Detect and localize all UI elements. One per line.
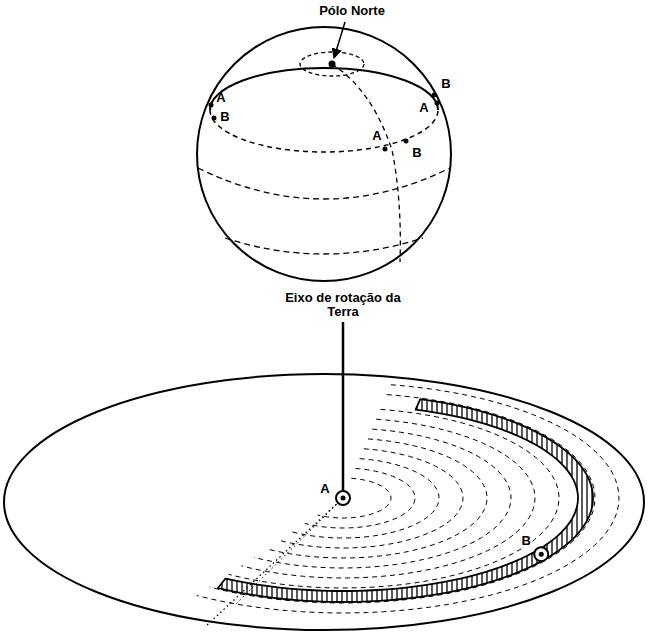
meridian — [332, 64, 400, 262]
dashed-arc — [318, 478, 391, 518]
latitude-back — [210, 110, 438, 152]
point-dot — [341, 496, 346, 501]
dashed-arc — [254, 429, 511, 568]
dashed-arc — [229, 409, 559, 588]
point-dot — [539, 552, 544, 557]
point-label: B — [220, 110, 229, 124]
latitude-front — [210, 68, 438, 110]
sector-edge — [205, 498, 343, 627]
point-label: A — [216, 91, 225, 105]
equator — [198, 168, 450, 199]
point-label: B — [412, 146, 421, 160]
parallel — [225, 238, 423, 254]
point-dot — [383, 147, 388, 152]
dashed-arc — [305, 468, 415, 528]
point-dot — [212, 116, 217, 121]
track — [218, 399, 593, 602]
rotating-disk — [4, 374, 644, 630]
pole-label: Pólo Norte — [319, 4, 385, 18]
point-dot — [404, 139, 409, 144]
point-dot — [209, 103, 214, 108]
point-ring — [534, 547, 548, 561]
point-label: A — [319, 482, 330, 496]
point-ring — [336, 491, 350, 505]
dashed-arc — [241, 419, 535, 578]
point-ring — [534, 547, 548, 561]
track-band — [218, 399, 593, 602]
dashed-arc — [209, 395, 595, 603]
axis-label: Eixo de rotação da Terra — [278, 291, 408, 319]
rotation-axis — [342, 322, 345, 491]
dashed-arc — [267, 439, 487, 558]
point-label: B — [521, 534, 532, 548]
point-label: B — [441, 77, 450, 91]
point-label: A — [419, 101, 428, 115]
dashed-arc — [197, 385, 619, 613]
dashed-arcs — [197, 385, 619, 627]
dashed-arc — [292, 459, 439, 538]
pole-pointer — [334, 22, 345, 58]
point-label: A — [372, 129, 381, 143]
point-dot — [432, 93, 437, 98]
point-dot — [435, 101, 440, 106]
globe-outline — [197, 27, 451, 281]
